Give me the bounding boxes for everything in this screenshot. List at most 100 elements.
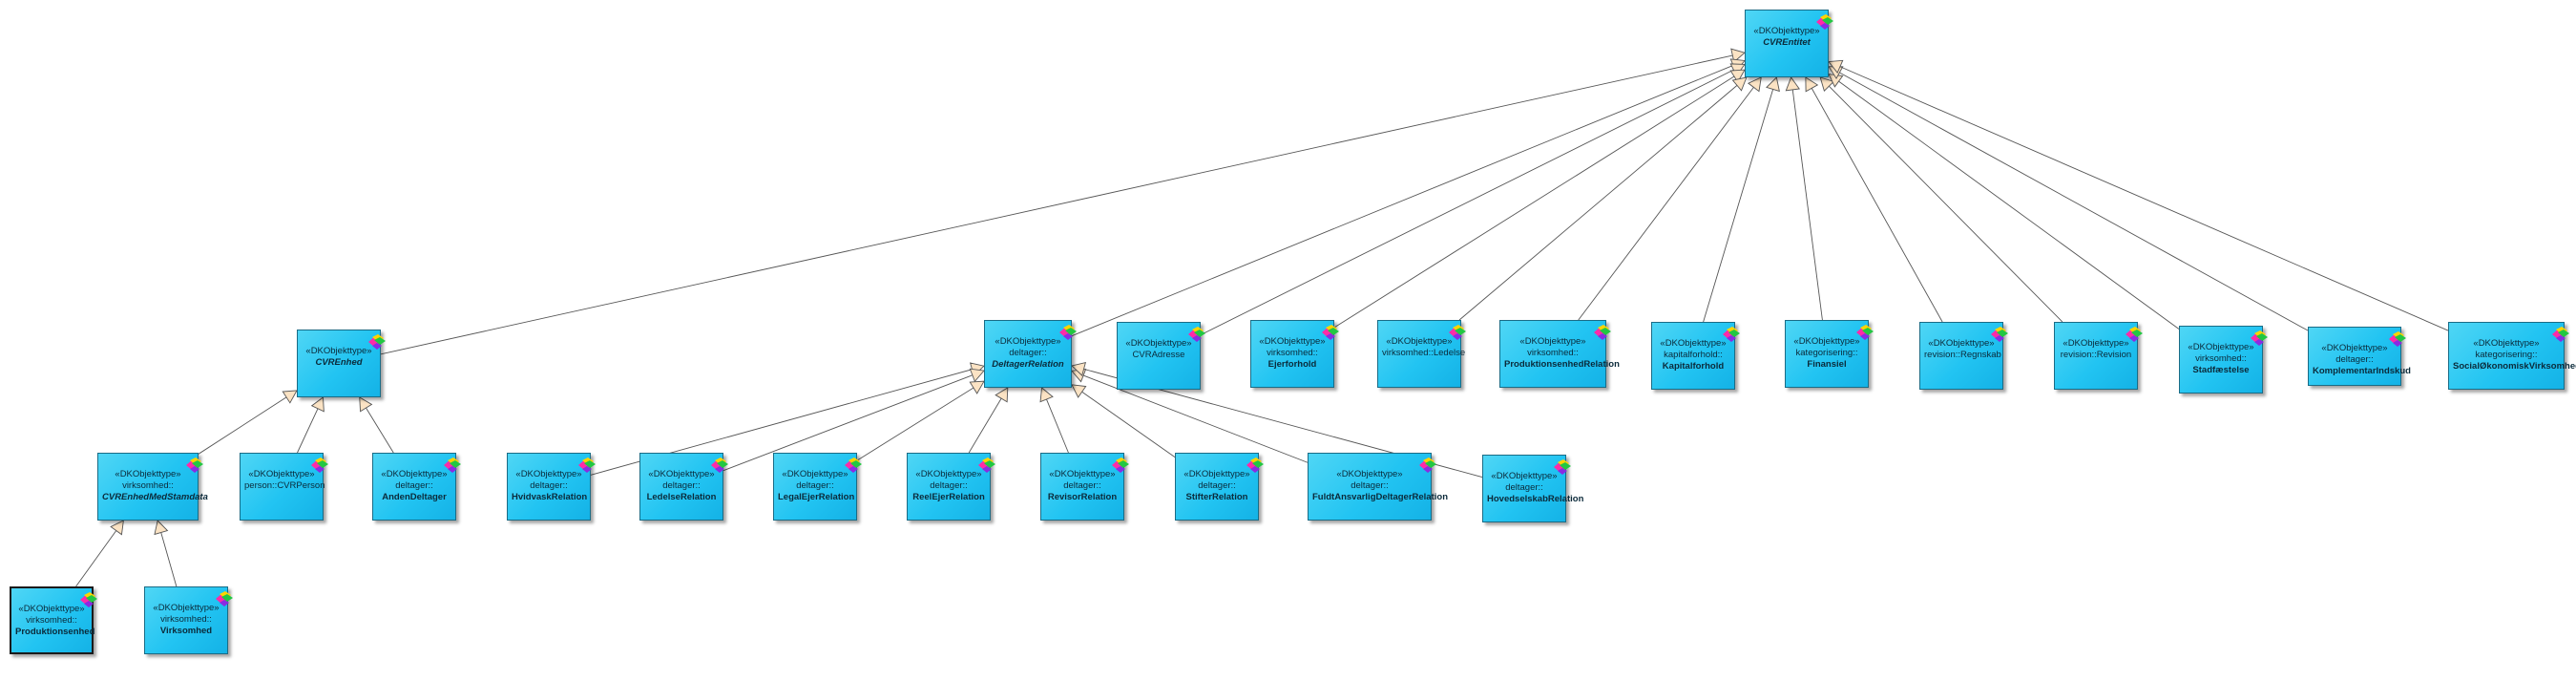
class-node-cvradresse[interactable]: «DKObjekttype»CVRAdresse	[1117, 322, 1205, 390]
class-node-cvrenhedmedstamdata[interactable]: «DKObjekttype»virksomhed::CVREnhedMedSta…	[97, 453, 208, 521]
class-node-andendeltager[interactable]: «DKObjekttype»deltager::AndenDeltager	[372, 453, 461, 521]
stereotype-icon	[1449, 325, 1466, 340]
stereotype-icon	[711, 458, 728, 473]
class-node-ledelsesrel[interactable]: «DKObjekttype»deltager::LedelseRelation	[639, 453, 728, 521]
class-name-label: Kapitalforhold	[1662, 361, 1725, 372]
class-name-label: LegalEjerRelation	[778, 492, 855, 502]
class-node-kapitalforhold[interactable]: «DKObjekttype»kapitalforhold::Kapitalfor…	[1651, 322, 1740, 390]
class-node-revisorrel[interactable]: «DKObjekttype»deltager::RevisorRelation	[1040, 453, 1129, 521]
stereotype-icon	[1112, 458, 1129, 473]
generalization-arrowhead	[1785, 76, 1801, 92]
class-name-label: virksomhed::	[1267, 348, 1318, 358]
stereotype-icon	[1554, 459, 1571, 475]
stereotype-icon	[1059, 325, 1077, 340]
class-node-cvrperson[interactable]: «DKObjekttype»person::CVRPerson	[240, 453, 328, 521]
class-node-cventitet[interactable]: «DKObjekttype»CVREntitet	[1745, 10, 1833, 77]
stereotype-label: «DKObjekttype»	[115, 469, 181, 479]
generalization-arrowhead	[1747, 76, 1762, 93]
stereotype-icon	[216, 591, 233, 607]
class-node-stifter[interactable]: «DKObjekttype»deltager::StifterRelation	[1175, 453, 1264, 521]
class-node-komplementarindskud[interactable]: «DKObjekttype»deltager::KomplementarInds…	[2308, 327, 2411, 386]
generalization-arrowhead	[995, 387, 1009, 403]
class-node-stadfaestelse[interactable]: «DKObjekttype»virksomhed::Stadfæstelse	[2179, 326, 2268, 394]
stereotype-icon	[1856, 325, 1874, 340]
stereotype-label: «DKObjekttype»	[2188, 342, 2254, 352]
generalization-arrowhead	[310, 396, 325, 413]
class-node-regnskab[interactable]: «DKObjekttype»revision::Regnskab	[1919, 322, 2008, 390]
class-name-label: CVRAdresse	[1132, 350, 1185, 360]
generalization-arrowhead	[1805, 76, 1819, 93]
generalization-line	[1071, 64, 1734, 337]
stereotype-icon	[845, 458, 862, 473]
stereotype-icon	[2126, 327, 2143, 342]
stereotype-icon	[1419, 458, 1436, 473]
class-node-deltagerrelation[interactable]: «DKObjekttype»deltager::DeltagerRelation	[984, 320, 1077, 388]
class-name-label: virksomhed::	[1527, 348, 1579, 358]
generalization-line	[723, 374, 974, 472]
class-name-label: deltager::	[930, 480, 968, 491]
stereotype-label: «DKObjekttype»	[515, 469, 582, 479]
class-node-hovedselskab[interactable]: «DKObjekttype»deltager::HovedselskabRela…	[1482, 455, 1584, 522]
class-name-label: CVREnhed	[315, 357, 363, 368]
stereotype-label: «DKObjekttype»	[1753, 26, 1820, 36]
stereotype-label: «DKObjekttype»	[1386, 336, 1453, 347]
generalization-line	[1578, 87, 1754, 321]
class-node-finansiel[interactable]: «DKObjekttype»kategorisering::Finansiel	[1785, 320, 1874, 388]
class-name-label: revision::Regnskab	[1924, 350, 2001, 360]
stereotype-icon	[186, 458, 203, 473]
class-name-label: Ejerforhold	[1267, 359, 1317, 370]
stereotype-icon	[311, 458, 328, 473]
class-node-socialokonomisk[interactable]: «DKObjekttype»kategorisering::SocialØkon…	[2448, 322, 2576, 390]
generalization-line	[1811, 88, 1943, 323]
class-node-reelejer[interactable]: «DKObjekttype»deltager::ReelEjerRelation	[907, 453, 995, 521]
generalization-arrowhead	[1071, 362, 1087, 376]
stereotype-icon	[578, 458, 596, 473]
generalization-arrowhead	[1828, 59, 1844, 74]
class-name-label: KomplementarIndskud	[2313, 366, 2411, 376]
stereotype-icon	[2552, 327, 2569, 342]
generalization-arrowhead	[282, 390, 298, 404]
stereotype-icon	[2251, 330, 2268, 346]
class-node-legalejer[interactable]: «DKObjekttype»deltager::LegalEjerRelatio…	[773, 453, 862, 521]
class-node-fuldtansvarlig[interactable]: «DKObjekttype»deltager::FuldtAnsvarligDe…	[1308, 453, 1448, 521]
stereotype-icon	[2389, 331, 2406, 347]
stereotype-label: «DKObjekttype»	[381, 469, 448, 479]
stereotype-label: «DKObjekttype»	[1928, 338, 1995, 349]
generalization-line	[75, 530, 117, 587]
generalization-arrowhead	[1731, 76, 1748, 92]
generalization-line	[968, 397, 1002, 454]
stereotype-label: «DKObjekttype»	[1259, 336, 1326, 347]
generalization-line	[1082, 374, 1309, 463]
stereotype-label: «DKObjekttype»	[1519, 336, 1586, 347]
class-name-label: revision::Revision	[2060, 350, 2132, 360]
class-node-produktionsenhed[interactable]: «DKObjekttype»virksomhed::Produktionsenh…	[10, 586, 97, 654]
class-node-ejerforhold[interactable]: «DKObjekttype»virksomhed::Ejerforhold	[1250, 320, 1339, 388]
class-node-produktionsenhedrelation[interactable]: «DKObjekttype»virksomhed::Produktionsenh…	[1499, 320, 1620, 388]
class-name-label: CVREnhedMedStamdata	[102, 492, 208, 502]
class-node-ledelse[interactable]: «DKObjekttype»virksomhed::Ledelse	[1377, 320, 1466, 388]
class-node-hvidvask[interactable]: «DKObjekttype»deltager::HvidvaskRelation	[507, 453, 596, 521]
generalization-line	[1081, 391, 1176, 458]
generalization-line	[1829, 85, 2063, 323]
generalization-line	[1839, 66, 2449, 331]
stereotype-label: «DKObjekttype»	[305, 346, 372, 356]
class-name-label: deltager::	[796, 480, 834, 491]
generalization-arrowhead	[969, 380, 985, 394]
stereotype-label: «DKObjekttype»	[248, 469, 315, 479]
class-name-label: deltager::	[1351, 480, 1389, 491]
generalization-arrowhead	[154, 520, 169, 536]
generalization-line	[297, 408, 319, 454]
class-node-virksomhed[interactable]: «DKObjekttype»virksomhed::Virksomhed	[144, 586, 233, 654]
stereotype-icon	[368, 334, 386, 350]
generalization-arrowhead	[1039, 387, 1054, 403]
stereotype-label: «DKObjekttype»	[2063, 338, 2129, 349]
class-node-revision[interactable]: «DKObjekttype»revision::Revision	[2054, 322, 2143, 390]
class-node-cvrenhed[interactable]: «DKObjekttype»CVREnhed	[297, 330, 386, 397]
generalization-arrowhead	[1819, 76, 1835, 93]
stereotype-icon	[1594, 325, 1611, 340]
generalization-line	[1703, 89, 1774, 323]
generalization-line	[160, 532, 178, 587]
generalization-arrowhead	[1071, 384, 1087, 398]
class-name-label: HovedselskabRelation	[1487, 494, 1584, 504]
